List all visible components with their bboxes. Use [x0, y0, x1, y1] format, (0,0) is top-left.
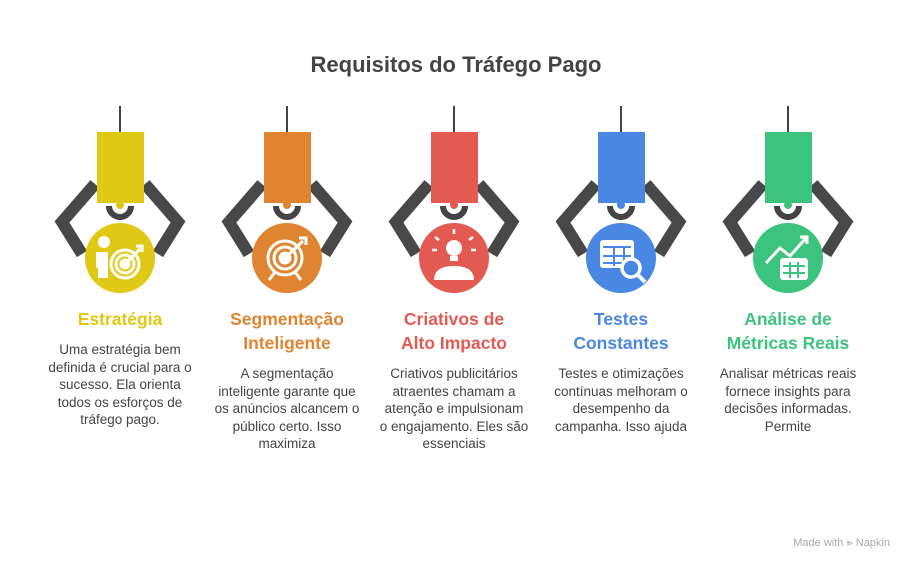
requirement-title: Estratégia	[77, 309, 163, 329]
chart-table-icon	[764, 235, 809, 280]
page-title: Requisitos do Tráfego Pago	[310, 52, 602, 77]
right-claw	[641, 180, 687, 258]
requirement-description: Criativos publicitários atraentes chamam…	[379, 366, 529, 451]
table-search-icon	[600, 240, 647, 284]
left-claw	[555, 180, 601, 258]
person-target-icon	[96, 236, 144, 280]
col-line	[797, 262, 799, 278]
row-line	[603, 262, 631, 264]
row-line	[603, 255, 631, 257]
made-with-text: Made with	[793, 537, 844, 549]
joint-ring	[607, 205, 635, 220]
bulb	[446, 240, 462, 256]
lens	[620, 257, 642, 279]
requirement-description: Analisar métricas reais fornece insights…	[719, 366, 857, 434]
claw-body	[264, 132, 311, 203]
row-line	[783, 265, 805, 267]
table	[780, 258, 808, 280]
body	[96, 252, 108, 278]
right-claw	[474, 180, 520, 258]
requirement-description: Uma estratégia bem definida é crucial pa…	[48, 342, 192, 427]
ring	[109, 248, 141, 280]
ring	[266, 239, 304, 277]
requirement-title: Testes Constantes	[573, 309, 669, 353]
joint-ring	[774, 205, 802, 220]
claw-body	[431, 132, 478, 203]
col-line	[613, 246, 615, 266]
joint-ring	[440, 205, 468, 220]
claw-2	[221, 106, 353, 293]
left-claw	[388, 180, 434, 258]
right-claw	[140, 180, 186, 258]
claw-5	[722, 106, 854, 293]
requirement-title: Criativos de Alto Impacto	[401, 309, 507, 353]
row-line	[783, 272, 805, 274]
left-claw	[221, 180, 267, 258]
claw-body	[598, 132, 645, 203]
rays	[432, 229, 476, 252]
col-line	[789, 262, 791, 278]
trend-arrow	[764, 235, 809, 265]
lightbulb-person-icon	[432, 229, 476, 280]
brand-text: Napkin	[855, 537, 890, 549]
bulb-base	[450, 256, 458, 261]
left-claw	[722, 180, 768, 258]
napkin-logo-icon: ⪢	[846, 537, 853, 549]
target-icon	[266, 236, 308, 281]
claw-3	[388, 106, 520, 293]
ring	[114, 253, 136, 275]
right-claw	[808, 180, 854, 258]
joint-ring	[106, 205, 134, 220]
ring	[272, 245, 298, 271]
claw-body	[765, 132, 812, 203]
requirement-title: Análise de Métricas Reais	[726, 309, 850, 353]
requirement-description: Testes e otimizações contínuas melhoram …	[554, 366, 688, 434]
col-line	[623, 246, 625, 266]
requirement-2: Segmentação Inteligente A segmentação int…	[212, 307, 362, 453]
right-claw	[307, 180, 353, 258]
requirement-title: Segmentação Inteligente	[230, 309, 344, 353]
claw-4	[555, 106, 687, 293]
row-line	[603, 246, 631, 248]
left-claw	[54, 180, 100, 258]
arrow	[123, 244, 144, 266]
claw-body	[97, 132, 144, 203]
claw-1	[54, 106, 186, 293]
arrow	[267, 236, 308, 281]
handle	[635, 272, 647, 284]
napkin-watermark: Made with ⪢ Napkin	[793, 537, 890, 550]
head	[98, 236, 110, 248]
person	[434, 266, 474, 280]
requirement-description: A segmentação inteligente garante que os…	[214, 366, 360, 451]
joint-ring	[273, 205, 301, 220]
